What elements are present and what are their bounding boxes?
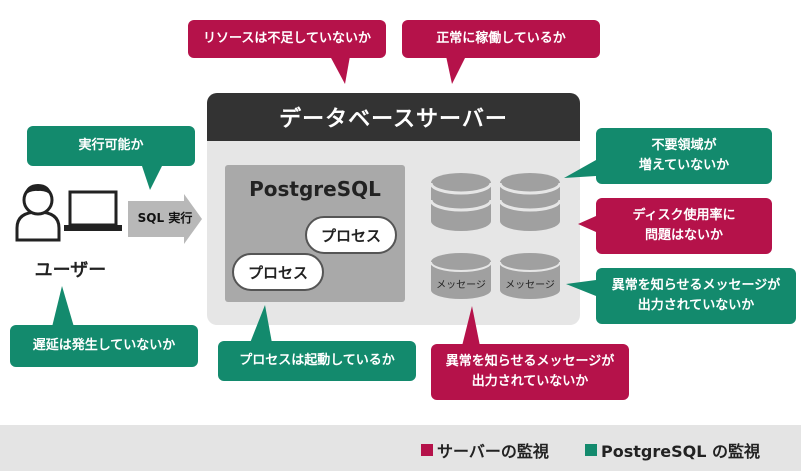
- bubble-resources: リソースは不足していないか: [188, 20, 386, 58]
- legend-swatch-red-icon: [421, 444, 433, 456]
- bubble-message-green-line2: 出力されていないか: [637, 298, 755, 313]
- sql-execute-arrow: [128, 194, 202, 244]
- bubble-tail-process-running: [250, 305, 272, 343]
- laptop-icon: [64, 190, 122, 231]
- database-cylinder-1: [429, 173, 493, 231]
- bubble-unneeded-area: 不要領域が 増えていないか: [596, 128, 772, 184]
- legend-swatch-green-icon: [585, 444, 597, 456]
- bubble-tail-latency: [52, 286, 74, 327]
- bubble-process-running: プロセスは起動しているか: [218, 341, 416, 381]
- legend-bar: [0, 425, 801, 471]
- bubble-message-red: 異常を知らせるメッセージが 出力されていないか: [431, 344, 629, 400]
- legend-server-monitoring-label: サーバーの監視: [437, 442, 549, 461]
- message-db-label-1: メッセージ: [436, 280, 486, 291]
- bubble-tail-unneeded-area: [564, 160, 596, 178]
- user-label: ユーザー: [34, 260, 107, 281]
- bubble-latency: 遅延は発生していないか: [10, 325, 198, 367]
- user-person-icon: [15, 184, 61, 242]
- bubble-message-red-line2: 出力されていないか: [471, 374, 589, 389]
- database-cylinder-2: [498, 173, 562, 231]
- legend-postgres-monitoring: PostgreSQL の監視: [585, 438, 760, 462]
- sql-execute-label: SQL 実行: [137, 211, 193, 225]
- message-cylinder-2: [499, 253, 561, 299]
- bubble-tail-message-green: [566, 280, 596, 296]
- bubble-tail-disk-usage: [578, 216, 596, 232]
- bubble-executable: 実行可能か: [27, 126, 195, 166]
- bubble-unneeded-area-line1: 不要領域が: [651, 138, 717, 153]
- bubble-disk-usage-line1: ディスク使用率に: [632, 208, 736, 223]
- bubble-tail-running: [446, 56, 466, 84]
- bubble-message-green: 異常を知らせるメッセージが 出力されていないか: [596, 268, 796, 324]
- bubble-unneeded-area-line2: 増えていないか: [638, 158, 730, 173]
- bubble-message-green-line1: 異常を知らせるメッセージが: [611, 278, 781, 293]
- bubble-disk-usage-line2: 問題はないか: [644, 228, 723, 243]
- message-db-label-2: メッセージ: [505, 280, 555, 291]
- message-cylinder-1: [430, 253, 492, 299]
- process-node-2: プロセス: [232, 253, 324, 291]
- bubble-disk-usage: ディスク使用率に 問題はないか: [596, 198, 772, 254]
- server-title: データベースサーバー: [207, 93, 580, 141]
- postgresql-title: PostgreSQL: [249, 177, 381, 201]
- bubble-tail-executable: [142, 166, 162, 190]
- process-node-1: プロセス: [305, 216, 397, 254]
- bubble-tail-resources: [330, 56, 350, 84]
- legend-postgres-monitoring-label: PostgreSQL の監視: [601, 442, 760, 461]
- legend-server-monitoring: サーバーの監視: [421, 438, 549, 462]
- bubble-message-red-line1: 異常を知らせるメッセージが: [445, 354, 615, 369]
- bubble-tail-message-red: [462, 306, 480, 346]
- bubble-running: 正常に稼働しているか: [402, 20, 600, 58]
